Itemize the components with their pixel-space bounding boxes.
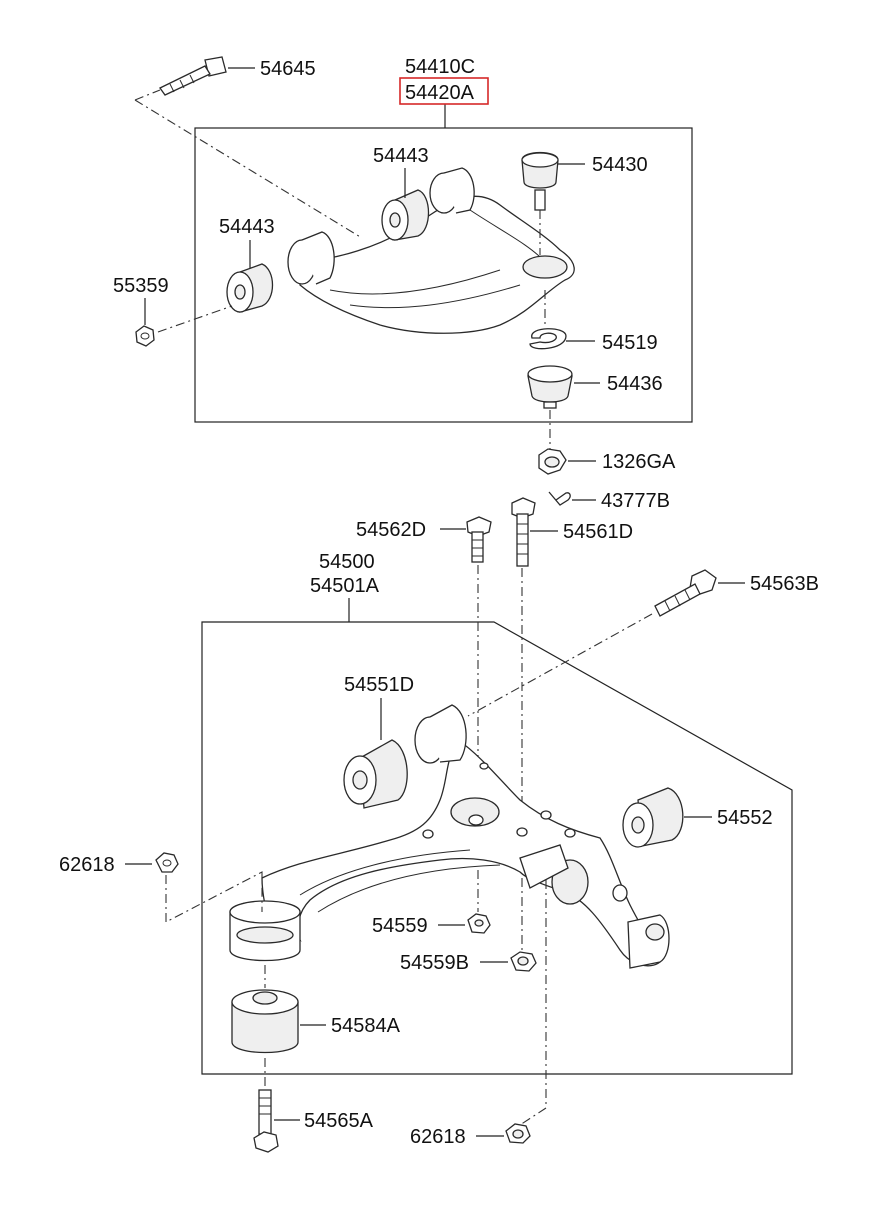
bolt-54563B[interactable]	[654, 569, 717, 617]
lower-control-arm[interactable]	[261, 739, 661, 967]
label-43777B: 43777B	[601, 490, 670, 512]
lower-arm-sleeve-front	[414, 704, 467, 764]
label-54559B: 54559B	[400, 952, 469, 974]
nut-54559[interactable]	[467, 913, 491, 934]
ball-joint-54430[interactable]	[521, 151, 559, 211]
label-54551D: 54551D	[344, 674, 414, 696]
bushing-54551D[interactable]	[343, 739, 408, 809]
bolt-54645[interactable]	[159, 56, 227, 96]
label-54519: 54519	[602, 332, 658, 354]
label-54559: 54559	[372, 915, 428, 937]
label-54584A: 54584A	[331, 1015, 401, 1037]
label-62618-left: 62618	[59, 854, 115, 876]
arm-sleeve-right	[429, 167, 475, 214]
label-54436: 54436	[607, 373, 663, 395]
dust-boot-54436[interactable]	[527, 365, 573, 409]
label-55359: 55359	[113, 275, 169, 297]
label-54443-upper: 54443	[373, 145, 429, 167]
bushing-54584A[interactable]	[231, 989, 299, 1054]
lower-arm-sleeve-rear	[229, 900, 301, 962]
highlight-box-54420A	[399, 77, 489, 105]
label-54561D: 54561D	[563, 521, 633, 543]
nut-62618-bottom[interactable]	[505, 1123, 531, 1144]
nut-54559B[interactable]	[510, 951, 537, 972]
label-54645: 54645	[260, 58, 316, 80]
lower-arm-group-frame	[201, 621, 793, 1075]
label-54565A: 54565A	[304, 1110, 374, 1132]
bolt-54562D[interactable]	[466, 516, 492, 563]
cotter-pin-43777B[interactable]	[548, 491, 571, 506]
label-54500: 54500	[319, 551, 375, 573]
lower-arm-ball-joint-boss	[627, 914, 670, 969]
arm-sleeve-left	[287, 231, 335, 285]
nut-55359[interactable]	[135, 325, 155, 347]
bushing-54443-left[interactable]	[226, 263, 274, 313]
label-54501A: 54501A	[310, 575, 380, 597]
label-1326GA: 1326GA	[602, 451, 676, 473]
ball-joint-seat	[522, 255, 568, 279]
snap-ring-54519[interactable]	[529, 328, 567, 350]
label-54443-left: 54443	[219, 216, 275, 238]
label-54410C: 54410C	[405, 56, 475, 78]
label-54552: 54552	[717, 807, 773, 829]
nut-1326GA[interactable]	[538, 448, 567, 475]
label-54420A[interactable]: 54420A	[405, 82, 475, 104]
label-54562D: 54562D	[356, 519, 426, 541]
label-62618-bottom: 62618	[410, 1126, 466, 1148]
bushing-54443-upper[interactable]	[381, 189, 430, 241]
upper-control-arm[interactable]	[299, 195, 575, 334]
bushing-54552[interactable]	[622, 787, 684, 848]
upper-arm-group-frame	[194, 127, 693, 423]
label-54430: 54430	[592, 154, 648, 176]
bolt-54565A[interactable]	[253, 1089, 279, 1153]
nut-62618-left[interactable]	[155, 852, 179, 873]
bolt-54561D[interactable]	[511, 497, 536, 567]
label-54563B: 54563B	[750, 573, 819, 595]
